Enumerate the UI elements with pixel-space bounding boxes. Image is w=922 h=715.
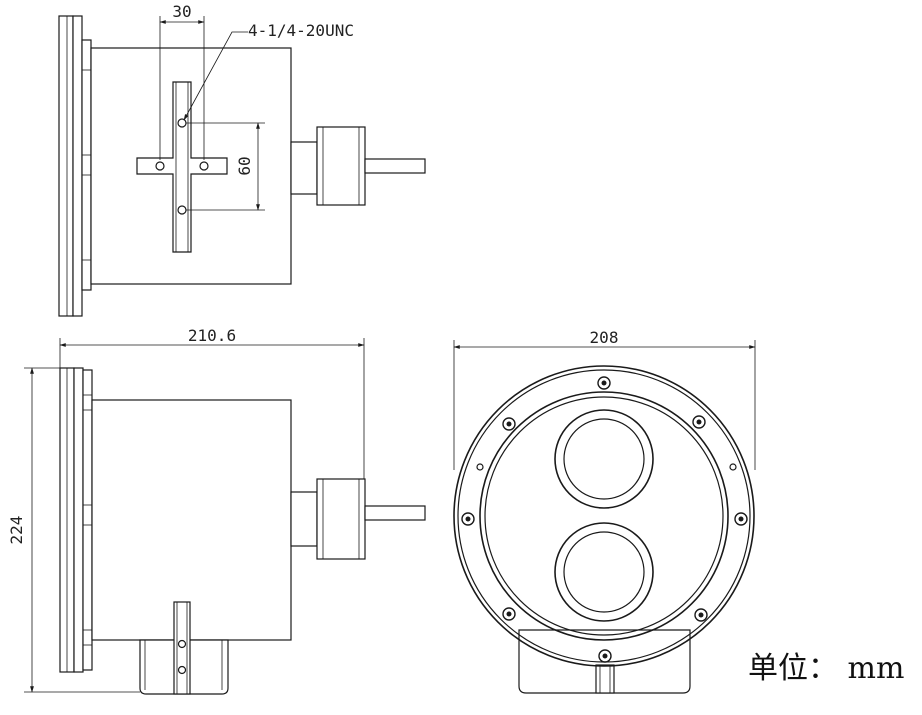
front-view: 208 (453, 328, 756, 694)
side-neck (290, 491, 318, 547)
spacing-dimension-label: 30 (172, 2, 191, 21)
side-view: 210.6 224 (7, 326, 426, 695)
length-dimension-label: 210.6 (188, 326, 236, 345)
top-gland (316, 126, 366, 206)
top-view: 30 4-1/4-20UNC 60 (58, 2, 426, 317)
mount-hole (177, 665, 187, 675)
top-flange-outer (58, 15, 74, 317)
height-60-dimension-label: 60 (235, 156, 254, 175)
upper-lens-outer (554, 409, 654, 509)
side-cable (364, 505, 426, 521)
side-gland (316, 478, 366, 560)
front-window-ring (479, 391, 729, 641)
pin-icon (476, 463, 484, 471)
mount-hole (199, 161, 209, 171)
top-neck (290, 141, 318, 195)
front-mount-tab (595, 664, 615, 694)
thread-leader (183, 31, 248, 121)
mount-hole (177, 639, 187, 649)
width-dimension-label: 208 (590, 328, 619, 347)
side-body (91, 399, 292, 641)
side-flange-inner (82, 369, 93, 671)
top-cable (364, 158, 426, 174)
units-label: 单位： mm (748, 651, 904, 686)
pin-icon (729, 463, 737, 471)
top-flange-mid (72, 15, 83, 317)
side-flange-mid (73, 367, 84, 673)
mount-hole (155, 161, 165, 171)
front-window-inner-ring (484, 396, 724, 636)
cross-mounting-plate (136, 81, 228, 253)
upper-lens-inner (563, 418, 645, 500)
top-flange-inner (81, 39, 92, 291)
thread-callout-label: 4-1/4-20UNC (248, 21, 354, 40)
front-flange-outer (453, 365, 755, 667)
height-224-dimension-label: 224 (7, 516, 26, 545)
lower-lens-inner (563, 531, 645, 613)
lower-lens-outer (554, 522, 654, 622)
flange-bolts (461, 376, 748, 663)
